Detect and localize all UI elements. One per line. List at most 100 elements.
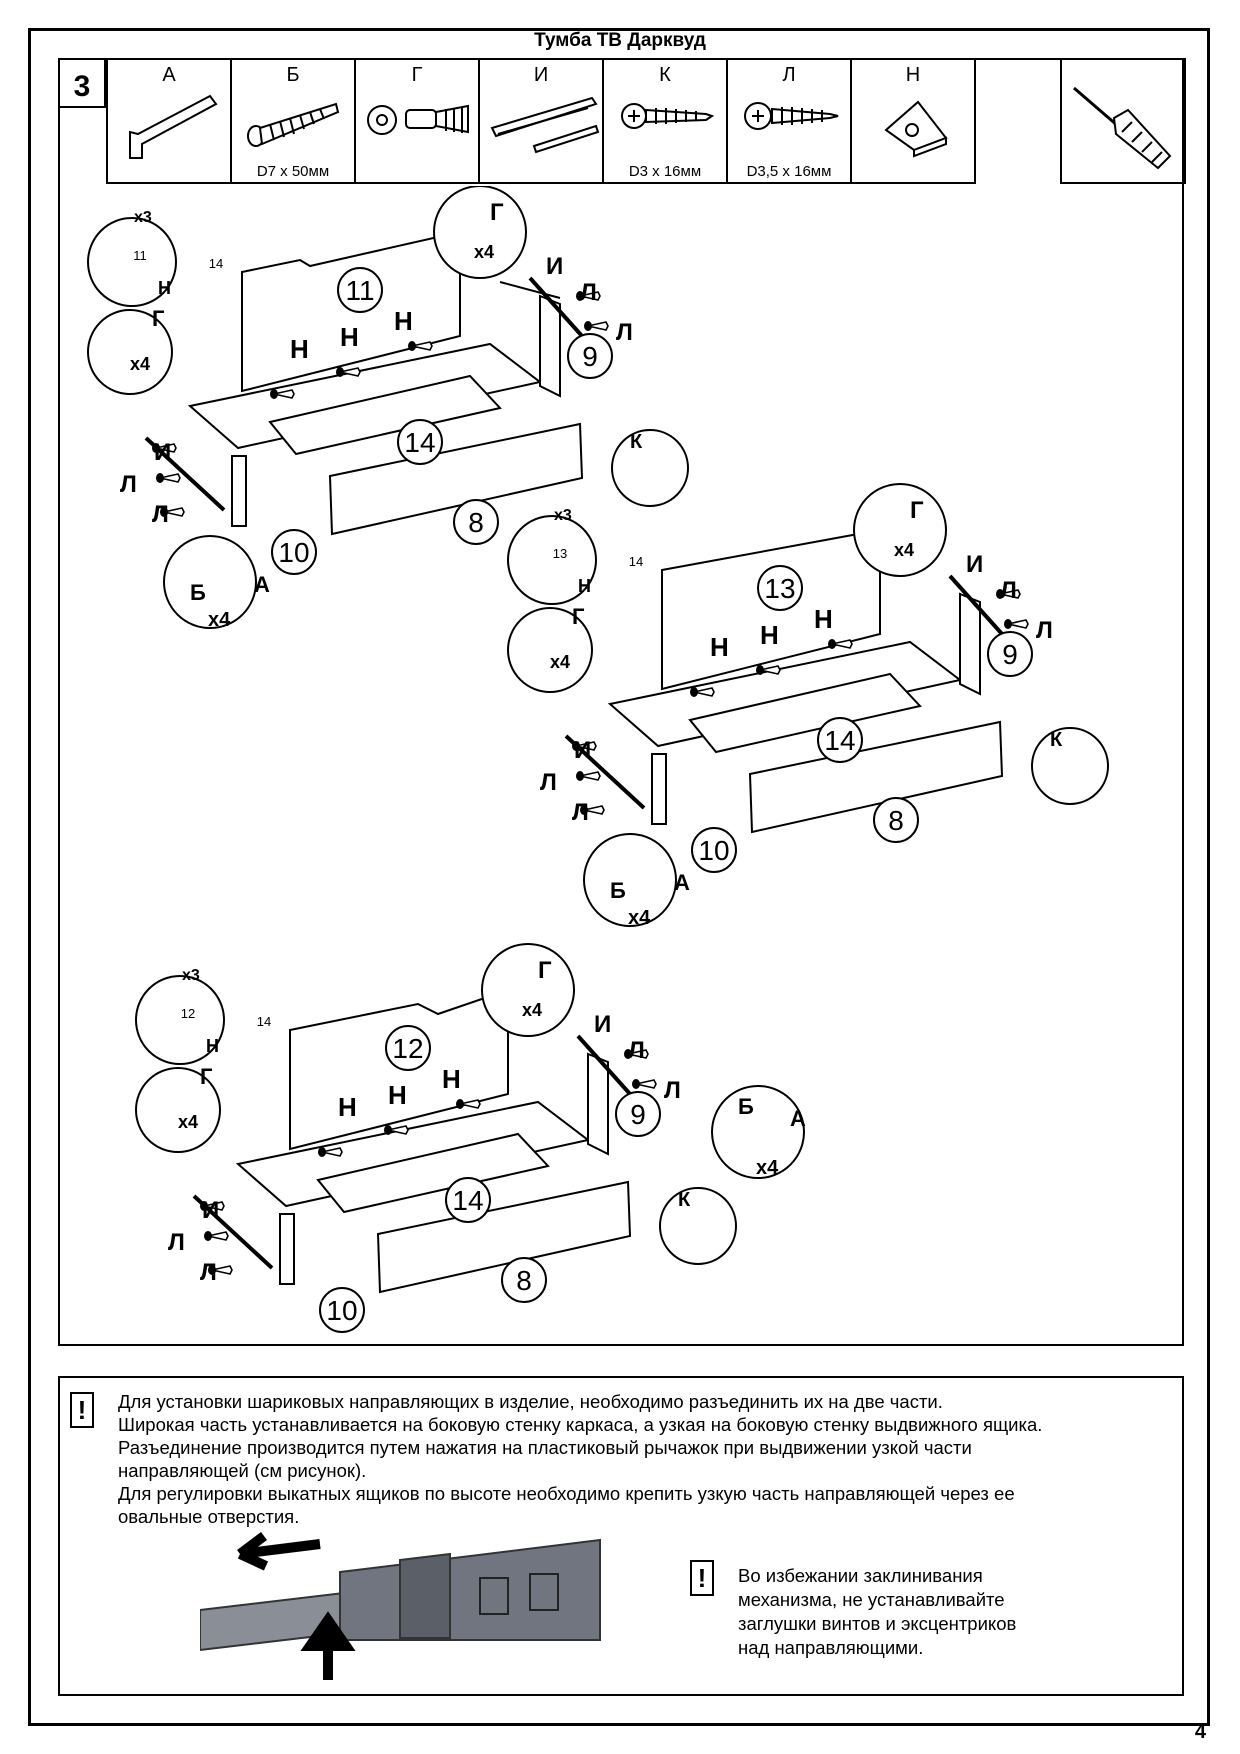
panel-number: 9 xyxy=(582,341,598,372)
part-size: D3,5 х 16мм xyxy=(746,163,832,180)
label-k: К xyxy=(630,431,643,453)
bracket-label: Н xyxy=(388,1080,407,1110)
label-l: Л xyxy=(200,1259,217,1286)
count-label: х3 xyxy=(554,507,572,524)
part-size: D7 х 50мм xyxy=(256,163,330,180)
count-label: х3 xyxy=(134,209,152,226)
label-i: И xyxy=(202,1197,219,1224)
panel-number: 14 xyxy=(452,1185,483,1216)
part-letter: А xyxy=(162,64,176,86)
wood-screw-icon xyxy=(621,103,715,129)
assembly-diagrams: х3 х4 х4 х4 Г Г И И Л Л Л Л К Б А Н Н Н … xyxy=(87,186,1109,1333)
page-frame xyxy=(28,28,1210,1726)
assembly-1: х3 х4 х4 х4 Г Г И И Л Л Л Л К Б А Н Н Н … xyxy=(87,186,689,631)
part-b: Б D7 х 50мм xyxy=(230,58,356,184)
drawer-slide-icon xyxy=(490,96,600,154)
part-letter: К xyxy=(659,64,671,86)
label-l: Л xyxy=(572,799,589,826)
detail-number: 14 xyxy=(257,1014,271,1029)
label-l: Л xyxy=(628,1037,645,1064)
bracket-label: Н xyxy=(394,306,413,336)
screwdriver-icon xyxy=(1073,86,1172,170)
label-a: А xyxy=(674,870,690,895)
corner-bracket-icon xyxy=(884,100,948,158)
eccentric-coupler-icon xyxy=(367,104,469,135)
notes-panel xyxy=(58,1376,1184,1696)
confirmat-screw-icon xyxy=(247,102,340,147)
wood-screw-icon xyxy=(744,102,839,130)
panel-number: 8 xyxy=(888,805,904,836)
label-g: Г xyxy=(572,604,585,629)
part-g: Г xyxy=(354,58,480,184)
count-label: х4 xyxy=(522,1000,542,1020)
label-b: Б xyxy=(610,878,626,903)
label-a: А xyxy=(254,572,270,597)
panel-number: 8 xyxy=(516,1265,532,1296)
label-g: Г xyxy=(910,497,924,524)
step-number: 3 xyxy=(58,58,106,108)
label-l: Л xyxy=(152,501,169,528)
part-k: К D3 х 16мм xyxy=(602,58,728,184)
count-label: х4 xyxy=(474,242,494,262)
label-k: К xyxy=(1050,729,1063,751)
panel-number: 8 xyxy=(468,507,484,538)
bracket-label: Н xyxy=(814,604,833,634)
label-g: Г xyxy=(152,306,165,331)
detail-number: 11 xyxy=(133,248,147,263)
panel-number: 9 xyxy=(1002,639,1018,670)
part-letter: И xyxy=(533,64,549,86)
label-k: К xyxy=(678,1189,691,1211)
drawer-slide-illustration xyxy=(200,1532,601,1680)
panel-number: 14 xyxy=(824,725,855,756)
notes-main-text: Для установки шариковых направляющих в и… xyxy=(118,1391,1043,1527)
page-title: Тумба ТВ Дарквуд xyxy=(534,30,706,51)
label-l: Л xyxy=(168,1229,185,1256)
page-number: 4 xyxy=(1194,1721,1206,1743)
label-i: И xyxy=(154,439,171,466)
panel-number: 10 xyxy=(278,537,309,568)
count-label: х4 xyxy=(178,1112,198,1132)
panel-number: 12 xyxy=(392,1033,423,1064)
count-label: х4 xyxy=(208,609,231,631)
count-label: х4 xyxy=(130,354,150,374)
panel-number: 10 xyxy=(698,835,729,866)
assembly-3: х3 х4 х4 х4 Г Г И И Л Л Л Л К Б А Н Н Н … xyxy=(135,943,806,1333)
bracket-label: Н xyxy=(340,322,359,352)
detail-number: 12 xyxy=(181,1006,195,1021)
label-l: Л xyxy=(1036,617,1053,644)
bracket-label: Н xyxy=(206,1036,219,1056)
label-g: Г xyxy=(490,199,504,226)
panel-number: 9 xyxy=(630,1099,646,1130)
detail-number: 14 xyxy=(209,256,223,271)
label-l: Л xyxy=(616,319,633,346)
label-i: И xyxy=(546,253,563,280)
part-letter: Г xyxy=(411,64,423,86)
part-size: D3 х 16мм xyxy=(628,163,702,180)
part-a: А xyxy=(106,58,232,184)
bracket-label: Н xyxy=(338,1092,357,1122)
panel-number: 11 xyxy=(345,275,374,306)
part-letter: Б xyxy=(286,64,300,86)
panel-number: 10 xyxy=(326,1295,357,1326)
hex-key-icon xyxy=(129,94,218,159)
parts-row: 3 А Б D7 х 50мм Г И xyxy=(58,58,976,184)
part-letter: Н xyxy=(905,64,921,86)
bracket-label: Н xyxy=(578,576,591,596)
bracket-label: Н xyxy=(442,1064,461,1094)
bracket-label: Н xyxy=(158,278,171,298)
bracket-label: Н xyxy=(290,334,309,364)
count-label: х4 xyxy=(628,907,651,929)
panel-number: 14 xyxy=(404,427,435,458)
notes-secondary-text: Во избежании заклинивания механизма, не … xyxy=(738,1565,1017,1658)
label-i: И xyxy=(574,737,591,764)
label-g: Г xyxy=(538,957,552,984)
assembly-2: х3 х4 х4 х4 Г Г И И Л Л Л Л К Б А Н Н Н … xyxy=(507,483,1109,929)
label-g: Г xyxy=(200,1064,213,1089)
label-a: А xyxy=(790,1106,806,1131)
part-letter: Л xyxy=(782,64,796,86)
label-l: Л xyxy=(120,471,137,498)
count-label: х4 xyxy=(550,652,570,672)
detail-number: 14 xyxy=(629,554,643,569)
label-l: Л xyxy=(664,1077,681,1104)
label-i: И xyxy=(966,551,983,578)
